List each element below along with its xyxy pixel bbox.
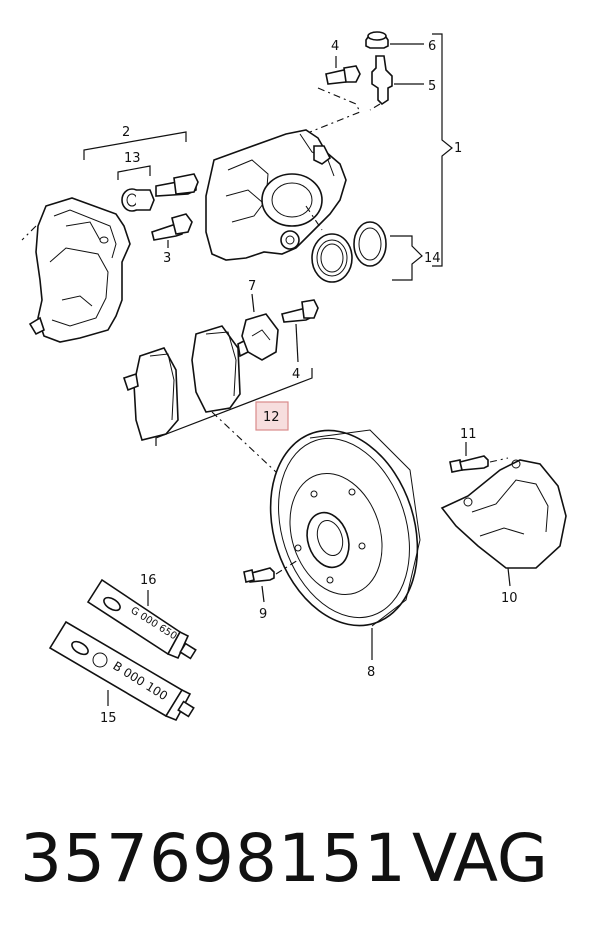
guide-bushing-13 — [121, 173, 199, 212]
callout-9: 9 — [259, 607, 267, 622]
highlight-callout-12: 12 — [255, 401, 289, 431]
bracket-2: 2 13 — [83, 125, 187, 180]
callout-4-top: 4 — [331, 39, 339, 54]
callout-3: 3 — [163, 251, 171, 266]
callout-16: 16 — [140, 573, 157, 588]
bolt-11: 11 — [449, 427, 509, 473]
callout-11: 11 — [460, 427, 477, 442]
callout-8: 8 — [367, 665, 375, 680]
callout-14: 14 — [424, 251, 441, 266]
bracket-1: 1 — [432, 33, 462, 267]
bolt-4-mid: 4 — [281, 299, 319, 382]
brand-label: VAG — [412, 820, 549, 897]
disc-vent-holes — [294, 488, 366, 584]
callout-10: 10 — [501, 591, 518, 606]
callout-2: 2 — [122, 125, 130, 140]
piston-seals-14: 14 — [305, 205, 441, 283]
caliper-housing — [205, 129, 347, 261]
anti-rattle-spring-7: 7 — [241, 279, 279, 361]
screw-9: 9 — [243, 559, 299, 622]
callout-1: 1 — [454, 141, 462, 156]
part-number: 357698151 — [20, 820, 407, 897]
callout-4-mid: 4 — [292, 367, 300, 382]
bolt-4-top: 4 — [325, 39, 361, 85]
callout-5: 5 — [428, 79, 436, 94]
footer: 357698151 VAG — [0, 820, 600, 930]
callout-6: 6 — [428, 39, 436, 54]
callout-15: 15 — [100, 711, 117, 726]
bleed-cap-6: 6 — [365, 31, 436, 54]
callout-7: 7 — [248, 279, 256, 294]
grease-tube-15: B 000 100 15 — [48, 620, 195, 726]
brake-disc-8: 8 — [269, 429, 421, 680]
callout-13: 13 — [124, 151, 141, 166]
bolt-3: 3 — [151, 213, 193, 266]
splash-shield-10: 10 — [440, 459, 567, 606]
bleed-valve-5: 5 — [371, 55, 436, 106]
caliper-carrier — [21, 197, 131, 343]
callout-12: 12 — [263, 410, 280, 425]
brake-pads-12 — [122, 325, 313, 446]
